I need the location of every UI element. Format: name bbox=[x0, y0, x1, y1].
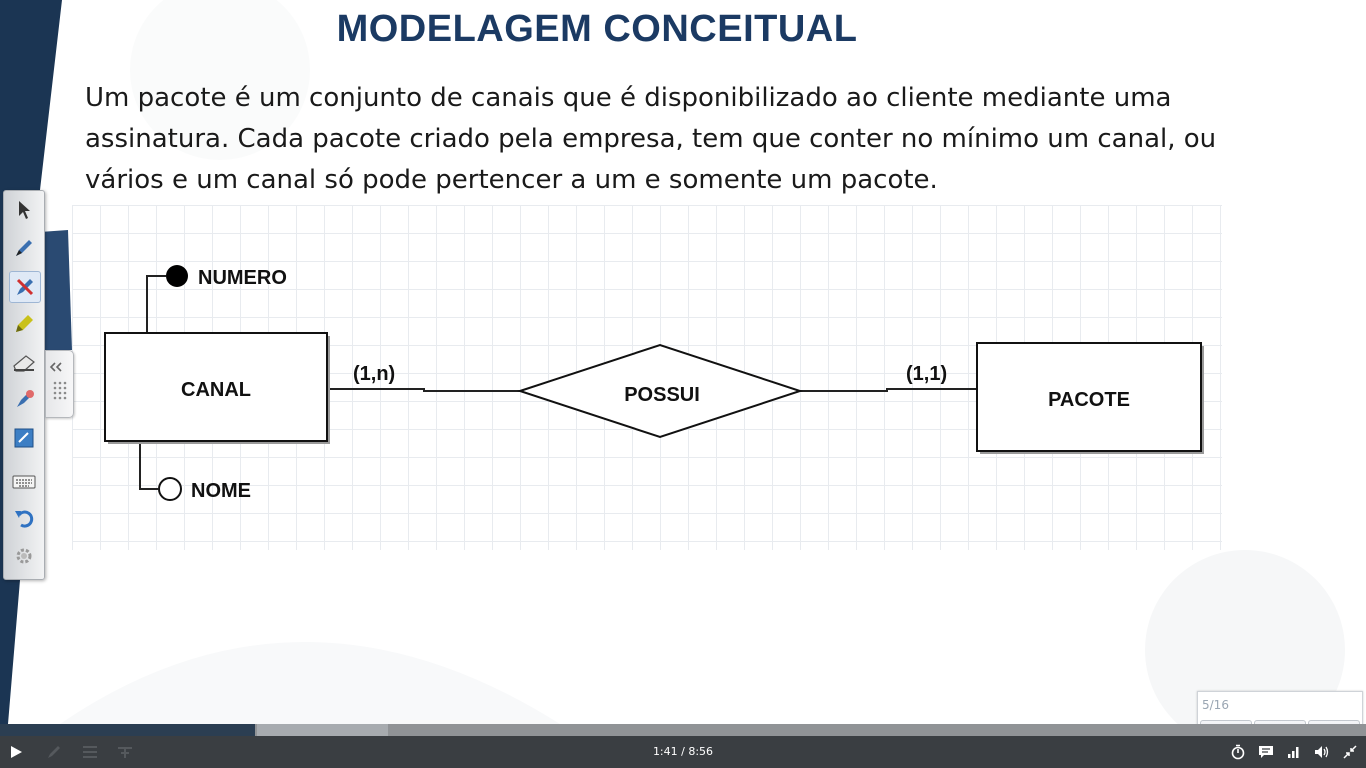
slide-counter: 5/16 bbox=[1202, 698, 1229, 712]
menu-disabled-icon bbox=[80, 736, 100, 768]
quality-icon[interactable] bbox=[1284, 736, 1304, 768]
er-diagram: NUMERO NOME CANAL (1,n) (1,1) POSSUI PAC… bbox=[104, 265, 1204, 502]
play-icon bbox=[11, 746, 22, 758]
collapse-chevron-icon bbox=[49, 362, 67, 400]
pointer-icon[interactable] bbox=[9, 195, 39, 225]
slide: MODELAGEM CONCEITUAL Um pacote é um conj… bbox=[0, 0, 1315, 724]
body-line: Um pacote é um conjunto de canais que é … bbox=[85, 83, 1172, 113]
pen-icon[interactable] bbox=[9, 233, 39, 263]
relationship-line-right bbox=[800, 388, 977, 392]
captions-icon[interactable] bbox=[1256, 736, 1276, 768]
toolbar-collapse-handle[interactable] bbox=[45, 350, 74, 418]
body-line: vários e um canal só pode pertencer a um… bbox=[85, 165, 938, 195]
volume-icon[interactable] bbox=[1312, 736, 1332, 768]
progress-bar[interactable] bbox=[0, 724, 1366, 736]
cardinality-left: (1,n) bbox=[353, 363, 395, 385]
play-button[interactable] bbox=[4, 736, 28, 768]
whiteboard-icon[interactable] bbox=[9, 423, 39, 453]
attribute-nome-label: NOME bbox=[191, 480, 251, 502]
body-line: assinatura. Cada pacote criado pela empr… bbox=[85, 124, 1217, 154]
relationship-line-left bbox=[330, 388, 520, 392]
eraser-pen-icon[interactable] bbox=[9, 385, 39, 415]
attribute-numero-connector bbox=[146, 275, 166, 333]
player-controls: 1:41 / 8:56 bbox=[0, 736, 1366, 768]
marker-icon[interactable] bbox=[9, 309, 39, 339]
pen-disabled-icon bbox=[44, 736, 64, 768]
undo-icon[interactable] bbox=[9, 503, 39, 533]
exit-fullscreen-icon[interactable] bbox=[1340, 736, 1360, 768]
pen-tool-disabled-icon bbox=[114, 736, 136, 768]
attribute-numero-label: NUMERO bbox=[198, 267, 287, 289]
cardinality-right: (1,1) bbox=[906, 363, 947, 385]
entity-pacote bbox=[976, 342, 1202, 452]
annotation-toolbar bbox=[3, 190, 45, 580]
time-display: 1:41 / 8:56 bbox=[652, 745, 714, 758]
stopwatch-icon[interactable] bbox=[1228, 736, 1248, 768]
entity-pacote-label: PACOTE bbox=[1048, 389, 1130, 411]
attribute-nome-connector bbox=[139, 441, 158, 490]
eraser-icon[interactable] bbox=[9, 347, 39, 377]
highlighter-pen-icon[interactable] bbox=[9, 271, 41, 303]
attribute-icon bbox=[158, 477, 182, 501]
key-attribute-icon bbox=[166, 265, 188, 287]
slide-body-text: Um pacote é um conjunto de canais que é … bbox=[85, 78, 1315, 201]
settings-icon[interactable] bbox=[9, 541, 39, 571]
slide-title: MODELAGEM CONCEITUAL bbox=[336, 8, 858, 50]
entity-canal-label: CANAL bbox=[181, 379, 251, 401]
entity-canal bbox=[104, 332, 328, 442]
relationship-possui-label: POSSUI bbox=[624, 384, 700, 406]
progress-buffered bbox=[257, 724, 388, 736]
keyboard-icon[interactable] bbox=[9, 467, 39, 497]
progress-played bbox=[0, 724, 255, 736]
relationship-possui bbox=[516, 343, 804, 439]
